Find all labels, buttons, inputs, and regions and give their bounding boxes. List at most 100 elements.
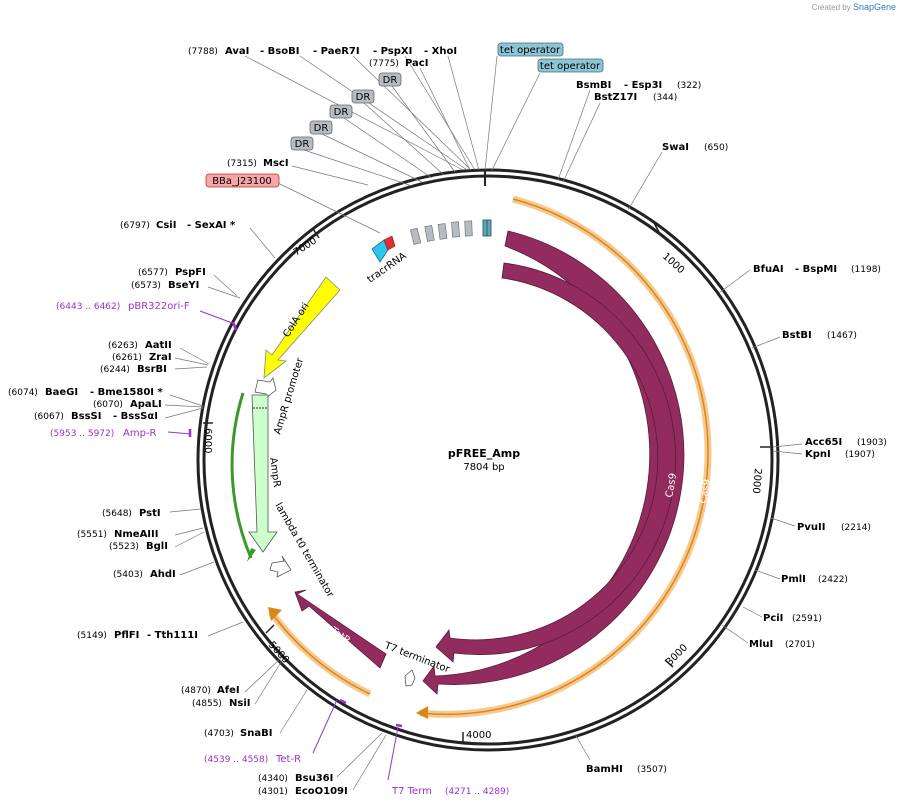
- primer-labels: (6443 .. 6462) pBR322ori-F (5953 .. 5972…: [50, 301, 509, 797]
- tick-label: 2000: [750, 468, 763, 494]
- enzyme-name: - Tth111I: [147, 630, 198, 641]
- enzyme-name: NsiI: [229, 698, 250, 709]
- feature-ampr-promoter: [254, 377, 277, 399]
- enzyme-labels-left: (7788) AvaI - BsoBI - PaeR7I - PspXI - X…: [8, 46, 457, 797]
- boxed-label-text: DR: [334, 107, 349, 118]
- dr-box-5: [464, 220, 473, 237]
- boxed-label-dr-1: DR: [378, 72, 402, 87]
- enzyme-name: BsmBI: [576, 80, 611, 91]
- enzyme-name: Acc65I: [805, 437, 842, 448]
- dr-box-2: [424, 225, 435, 242]
- feature-tracrrna-red: [383, 235, 396, 251]
- enzyme-name: KpnI: [805, 449, 831, 460]
- boxed-label-text: tet operator: [540, 61, 601, 72]
- boxed-label-dr-2: DR: [351, 89, 375, 104]
- enzyme-name: BfuAI: [753, 264, 784, 275]
- enzyme-name: SwaI: [662, 142, 689, 153]
- enzyme-pos: (2214): [841, 523, 871, 533]
- enzyme-name: - BspMI: [795, 264, 837, 275]
- feature-label-tetr: TetR: [327, 625, 352, 647]
- enzyme-name: PflFI: [114, 630, 139, 641]
- enzyme-pos: (5149): [77, 631, 107, 641]
- enzyme-name: ZraI: [149, 352, 172, 363]
- enzyme-pos: (5523): [109, 542, 139, 552]
- leader-lines: [164, 55, 803, 791]
- feature-ampr: [248, 394, 278, 553]
- enzyme-pos: (4340): [258, 774, 288, 784]
- feature-label-cas9-inner: Cas9: [664, 472, 679, 498]
- dr-box-4: [451, 221, 460, 238]
- tick-6000: 6000: [202, 422, 213, 453]
- tick-2000: 2000: [750, 446, 770, 494]
- primer-name: Amp-R: [123, 428, 157, 439]
- enzyme-pos: (1907): [845, 450, 875, 460]
- primer-name: Tet-R: [275, 754, 301, 765]
- enzyme-pos: (6074): [8, 388, 38, 398]
- orf-line-tetr: [270, 611, 371, 695]
- enzyme-name: AatII: [145, 340, 172, 351]
- backbone-outer: [196, 168, 780, 752]
- enzyme-name: - SexAI *: [187, 220, 236, 231]
- primer-marks: [188, 321, 403, 728]
- enzyme-pos: (7775): [369, 59, 399, 69]
- ampr-green-arc: [230, 392, 253, 559]
- boxed-label-tet-operator-2: tet operator: [537, 58, 604, 73]
- enzyme-name: PvuII: [797, 522, 825, 533]
- boxed-label-dr-3: DR: [329, 104, 353, 119]
- primer-range: (5953 .. 5972): [50, 429, 114, 439]
- boxed-label-text: tet operator: [500, 45, 561, 56]
- enzyme-name: - Esp3I: [624, 80, 662, 91]
- boxed-label-dr-5: DR: [290, 136, 314, 151]
- feature-t7-terminator: [404, 669, 416, 687]
- feature-label-lambda-t0: lambda t0 terminator: [272, 501, 336, 600]
- enzyme-pos: (6244): [100, 365, 130, 375]
- snapgene-credit: Created by SnapGene: [812, 2, 896, 12]
- enzyme-name: EcoO109I: [295, 786, 348, 797]
- feature-label-cas9-outer: Cas9: [698, 478, 713, 504]
- enzyme-pos: (6263): [108, 341, 138, 351]
- primer-lines: [167, 310, 399, 781]
- feature-cas9-inner: [435, 262, 676, 663]
- boxed-label-tet-operator-1: tet operator: [497, 42, 564, 57]
- snapgene-brand: SnapGene: [852, 2, 896, 12]
- enzyme-pos: (344): [653, 93, 677, 103]
- primer-range: (6443 .. 6462): [56, 302, 120, 312]
- enzyme-pos: (4301): [258, 787, 288, 797]
- enzyme-name: PspFI: [175, 267, 206, 278]
- enzyme-pos: (6067): [34, 412, 64, 422]
- enzyme-name: BssSI: [71, 411, 101, 422]
- enzyme-name: CsiI: [156, 220, 176, 231]
- boxed-label-text: DR: [314, 123, 329, 134]
- tick-label: 7000: [292, 235, 319, 258]
- enzyme-pos: (1903): [857, 438, 887, 448]
- enzyme-name: MscI: [263, 158, 289, 169]
- enzyme-name: AfeI: [217, 685, 240, 696]
- enzyme-pos: (1198): [851, 265, 881, 275]
- enzyme-name: PciI: [763, 613, 783, 624]
- credit-prefix: Created by: [811, 3, 851, 12]
- plasmid-length: 7804 bp: [463, 462, 504, 473]
- orf-line-cas9: [419, 198, 709, 716]
- enzyme-name: - XhoI: [424, 46, 457, 57]
- boxed-label-text: DR: [356, 92, 371, 103]
- enzyme-name: - BssSαI: [113, 411, 158, 422]
- enzyme-name: BaeGI: [45, 387, 78, 398]
- enzyme-pos: (2701): [785, 640, 815, 650]
- enzyme-name: AvaI: [225, 46, 249, 57]
- enzyme-name: Bsu36I: [295, 773, 333, 784]
- enzyme-pos: (5551): [77, 530, 107, 540]
- enzyme-pos: (5403): [113, 570, 143, 580]
- enzyme-name: - PspXI: [373, 46, 412, 57]
- tick-4000: 4000: [462, 730, 491, 742]
- feature-tetr: [294, 589, 387, 669]
- enzyme-pos: (322): [677, 81, 701, 91]
- enzyme-pos: (6573): [131, 281, 161, 291]
- enzyme-pos: (1467): [827, 331, 857, 341]
- orf-arrow-cas9: [416, 706, 428, 719]
- boxed-label-text: DR: [295, 139, 310, 150]
- enzyme-name: PacI: [405, 58, 428, 69]
- orf-arrow-tetr: [268, 607, 282, 621]
- enzyme-name: BsrBI: [137, 364, 167, 375]
- tick-label: 4000: [466, 730, 491, 741]
